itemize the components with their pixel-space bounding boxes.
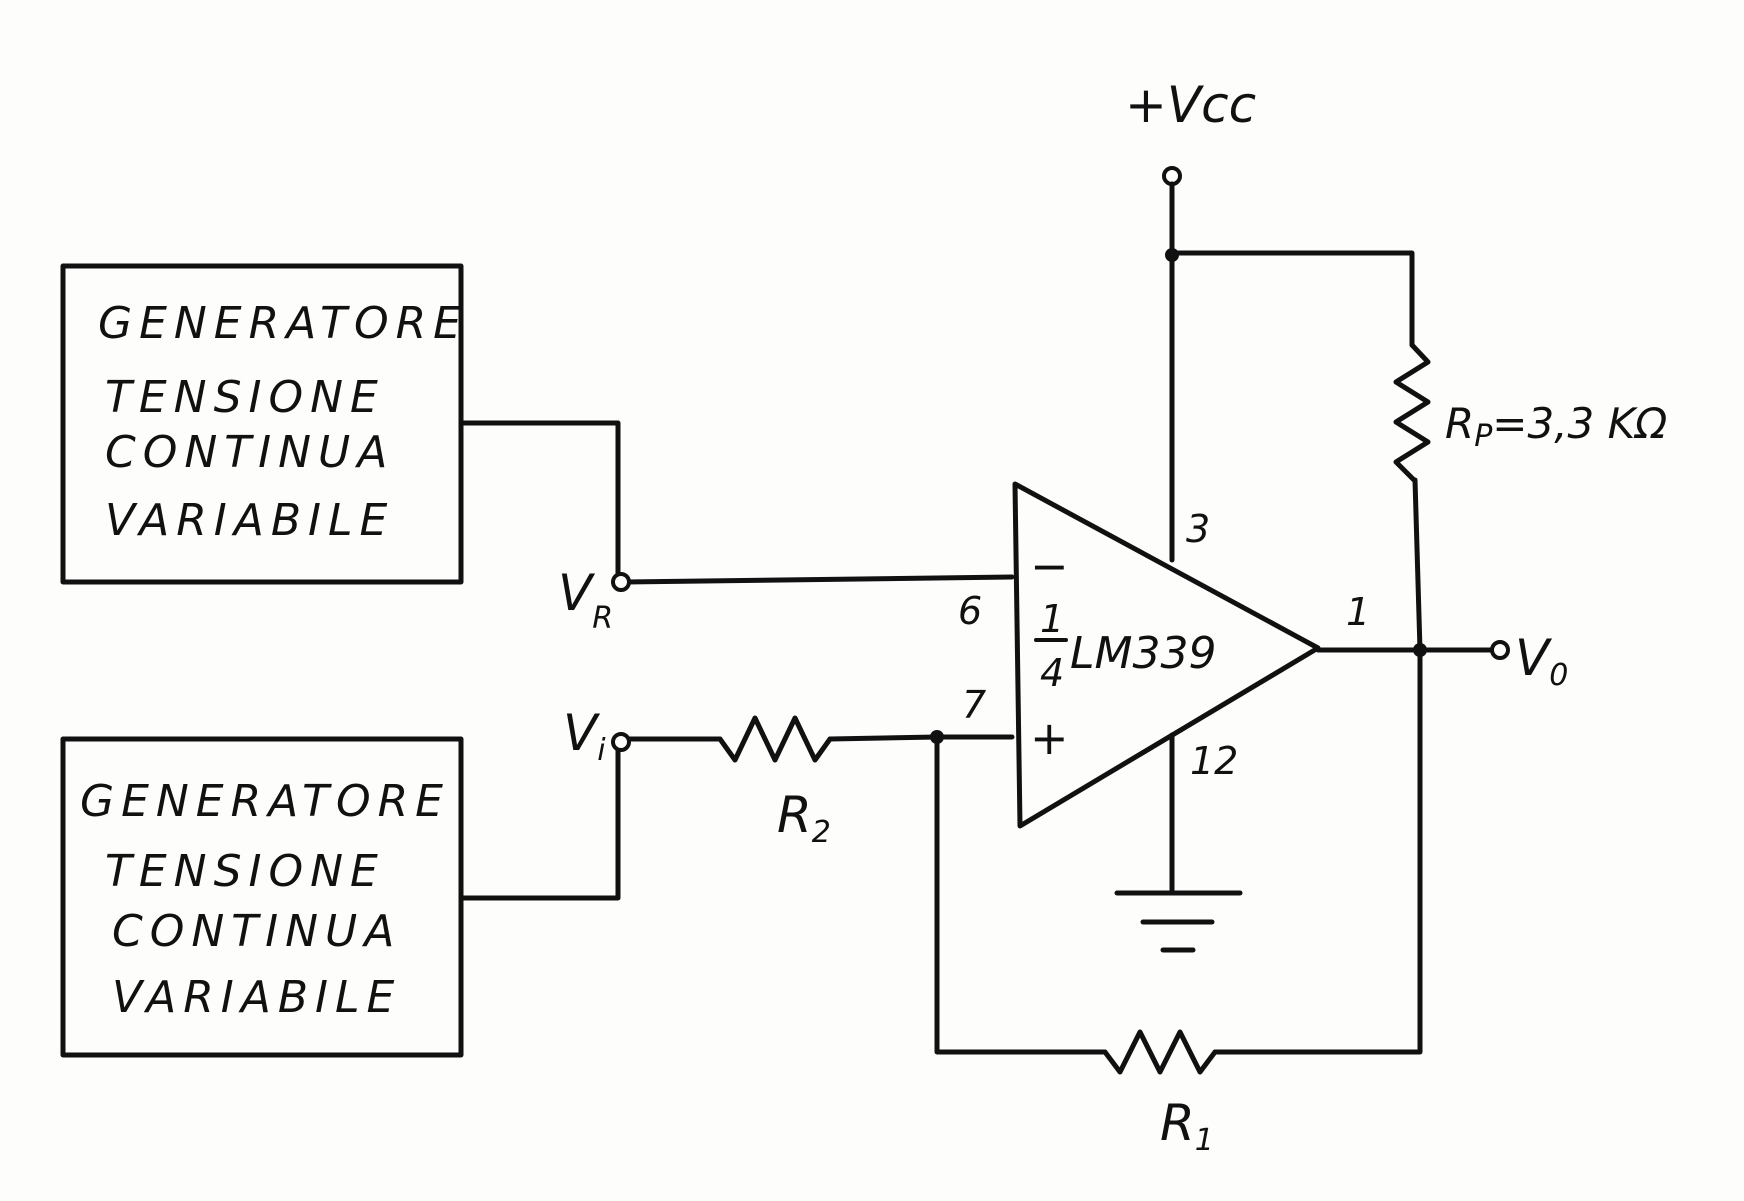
generator-bottom-line-1: GENERATORE (80, 776, 450, 827)
vr-label-main: V (558, 564, 596, 622)
vo-label-sub: 0 (1549, 658, 1568, 693)
vr-label-sub: R (592, 601, 613, 636)
rp-label-sub: P (1474, 419, 1493, 454)
resistor-rp (1393, 342, 1431, 483)
vi-label-sub: i (597, 733, 606, 768)
vcc-label: +Vcc (1125, 76, 1256, 134)
r1-label-sub: 1 (1195, 1123, 1214, 1158)
pin-1-label: 1 (1346, 590, 1370, 634)
r2-label: R2 (777, 786, 831, 850)
wire-generator-top-to-vr (458, 420, 621, 581)
comparator-triangle (1012, 481, 1321, 829)
resistor-r1 (1102, 1029, 1218, 1075)
generator-top-line-2: TENSIONE (105, 372, 385, 423)
vi-terminal (611, 732, 631, 752)
vo-terminal (1490, 640, 1510, 660)
rp-label-main: R (1445, 399, 1474, 448)
vi-label: Vi (563, 704, 606, 768)
noninverting-sign: + (1030, 711, 1069, 765)
wire-r2-to-node (827, 734, 1015, 742)
generator-bottom-line-4: VARIABILE (112, 972, 401, 1023)
pin-6-label: 6 (958, 589, 982, 633)
generator-bottom-line-2: TENSIONE (105, 846, 385, 897)
generator-top-line-1: GENERATORE (98, 298, 468, 349)
rp-label: RP=3,3 KΩ (1445, 399, 1667, 454)
resistor-r2 (717, 715, 833, 763)
fraction-numerator: 1 (1040, 597, 1064, 641)
wire-feedback-left (934, 734, 1108, 1055)
vr-label: VR (558, 564, 613, 636)
r2-label-sub: 2 (812, 815, 831, 850)
vr-terminal (611, 572, 631, 592)
generator-top-line-3: CONTINUA (105, 427, 394, 478)
wire-feedback-right (1212, 647, 1423, 1055)
vo-label: V0 (1515, 629, 1568, 693)
wire-vr-to-inverting (622, 574, 1015, 585)
fraction-denominator: 4 (1040, 651, 1064, 695)
wire-rp-to-output (1412, 477, 1423, 653)
r2-label-main: R (777, 786, 812, 844)
inverting-sign: − (1030, 539, 1069, 593)
pin-7-label: 7 (962, 683, 986, 727)
vi-label-main: V (563, 704, 601, 762)
r1-label: R1 (1160, 1094, 1214, 1158)
r1-label-main: R (1160, 1094, 1195, 1152)
rp-label-value: =3,3 KΩ (1492, 399, 1667, 448)
junction-output (1413, 643, 1427, 657)
vo-label-main: V (1515, 629, 1553, 687)
generator-bottom-line-3: CONTINUA (112, 906, 401, 957)
pin-3-label: 3 (1186, 507, 1210, 551)
wire-vcc-to-rp (1169, 250, 1415, 348)
wire-generator-bottom-to-vi (458, 742, 621, 901)
generator-top-line-4: VARIABILE (105, 495, 394, 546)
pin-12-label: 12 (1190, 739, 1238, 783)
comparator-part-number: LM339 (1070, 628, 1216, 679)
